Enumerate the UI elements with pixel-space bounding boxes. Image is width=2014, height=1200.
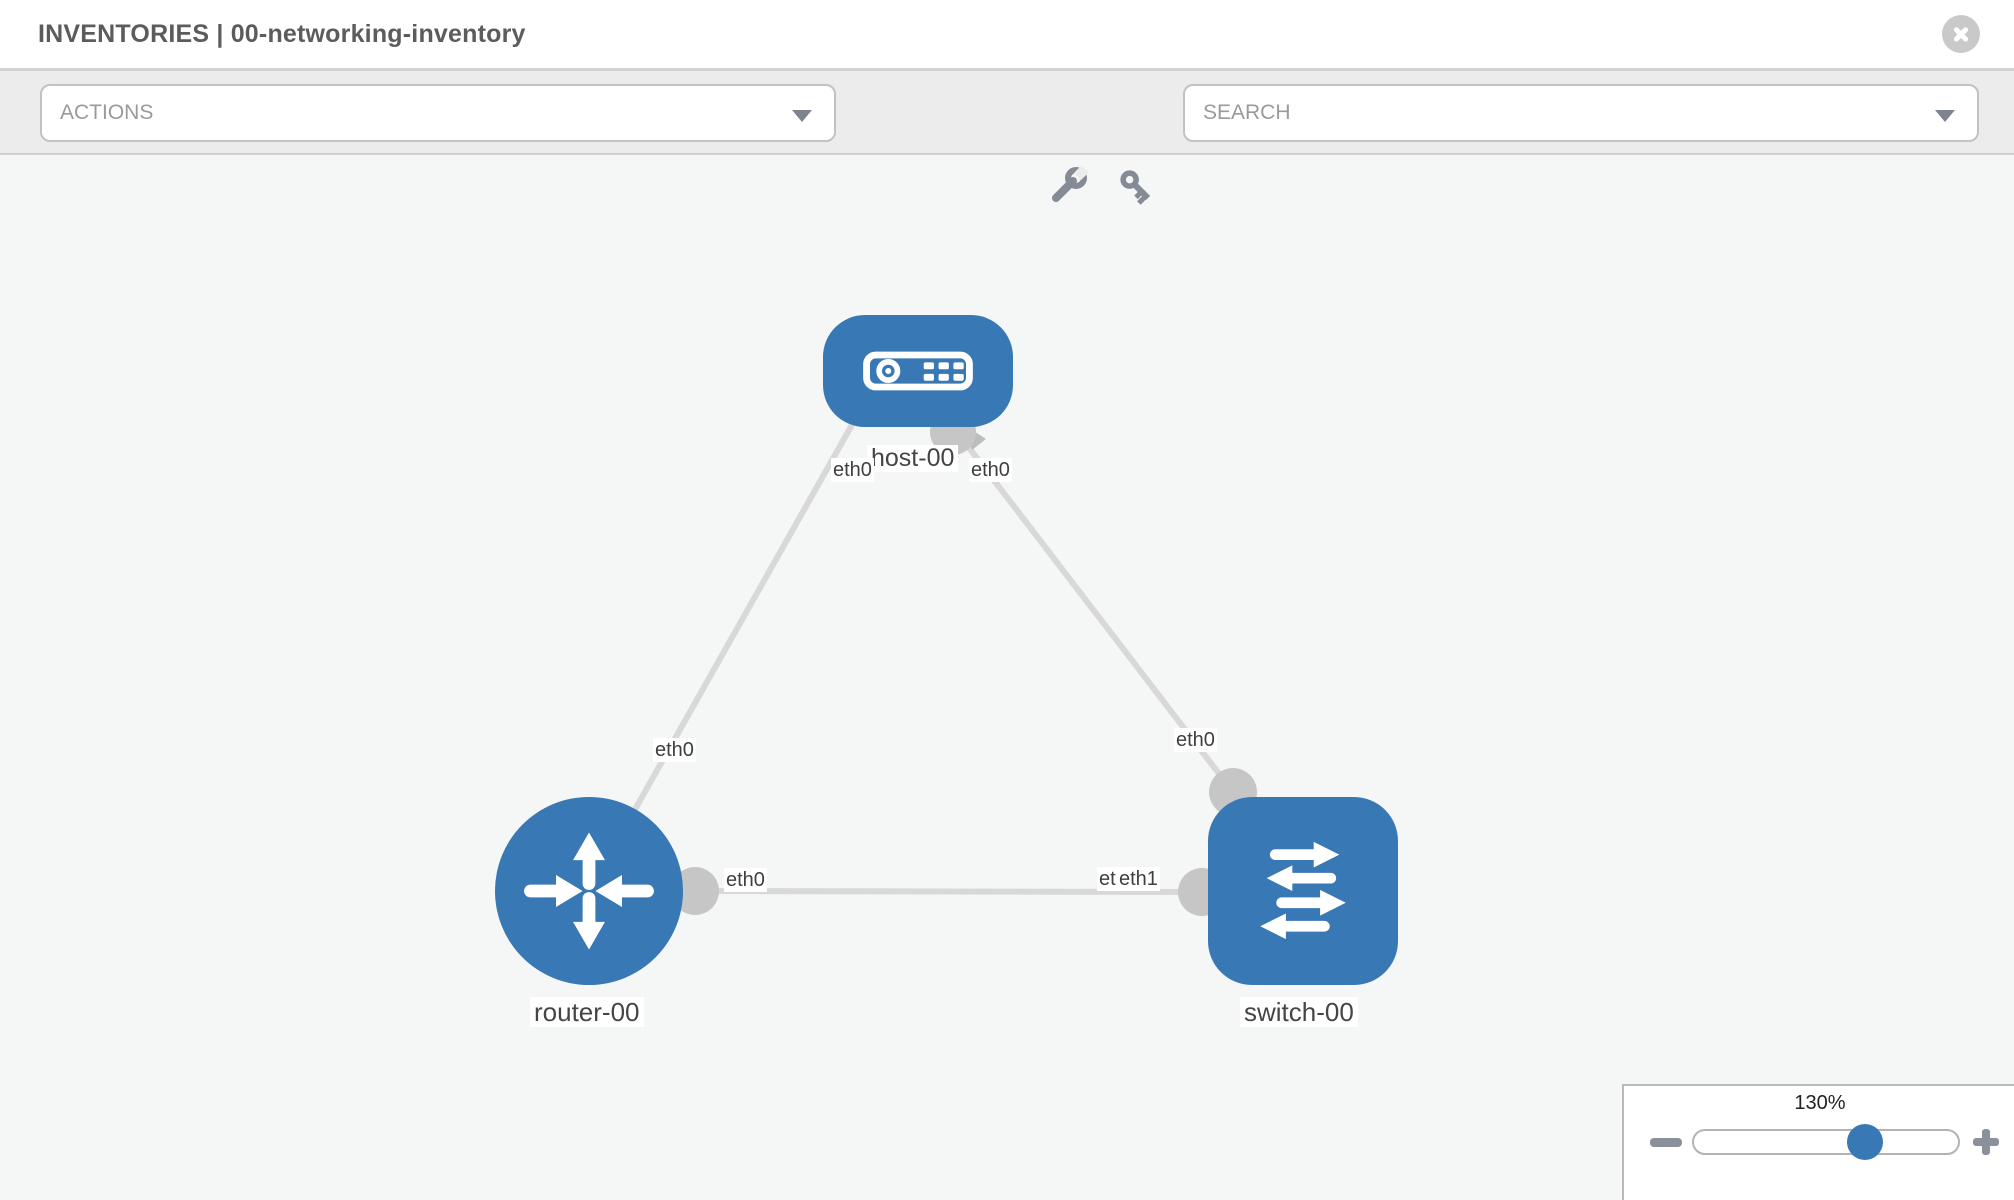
key-icon[interactable] — [1114, 164, 1158, 208]
iface-label-host-eth0-to-switch: eth0 — [969, 458, 1012, 482]
node-switch-00[interactable] — [1208, 797, 1398, 985]
iface-label-router-eth0-to-host: eth0 — [653, 738, 696, 762]
node-label-router: router-00 — [530, 997, 644, 1027]
minus-icon[interactable] — [1650, 1138, 1682, 1147]
chevron-down-icon — [792, 110, 812, 122]
iface-label-host-eth0-to-router: eth0 — [831, 458, 874, 482]
actions-dropdown[interactable]: ACTIONS — [40, 84, 836, 142]
search-dropdown[interactable]: SEARCH — [1183, 84, 1979, 142]
node-router-00[interactable] — [495, 797, 683, 985]
zoom-control-panel: 130% — [1622, 1084, 2014, 1200]
actions-dropdown-label: ACTIONS — [60, 101, 154, 124]
topology-canvas[interactable]: host-00 router-00 switch-00 eth0 eth0 et… — [0, 155, 2014, 1200]
iface-label-switch-eth1-to-router: eth1 — [1117, 867, 1160, 891]
switch-icon — [1260, 841, 1346, 940]
topology-links-layer — [586, 409, 1257, 916]
node-label-host: host-00 — [867, 445, 959, 472]
iface-label-switch-eth0-to-host: eth0 — [1174, 728, 1217, 752]
host-icon — [863, 351, 973, 391]
close-icon[interactable] — [1942, 15, 1980, 53]
page-title: INVENTORIES | 00-networking-inventory — [38, 20, 526, 48]
search-placeholder: SEARCH — [1203, 101, 1291, 124]
wrench-icon[interactable] — [1046, 164, 1090, 208]
router-icon — [524, 832, 654, 950]
iface-label-router-eth0-to-switch: eth0 — [724, 868, 767, 892]
zoom-slider-handle[interactable] — [1847, 1124, 1883, 1160]
header-bar: INVENTORIES | 00-networking-inventory — [0, 0, 2014, 71]
node-label-switch: switch-00 — [1240, 997, 1358, 1027]
zoom-slider-track[interactable] — [1692, 1129, 1960, 1155]
zoom-level-value: 130% — [1794, 1092, 1846, 1114]
plus-icon[interactable] — [1973, 1129, 1999, 1155]
toolbar: ACTIONS SEARCH — [0, 71, 2014, 205]
interface-connector-dot[interactable] — [671, 867, 719, 915]
node-host-00[interactable] — [823, 315, 1013, 427]
chevron-down-icon — [1935, 110, 1955, 122]
link-router-switch[interactable] — [694, 888, 1203, 895]
